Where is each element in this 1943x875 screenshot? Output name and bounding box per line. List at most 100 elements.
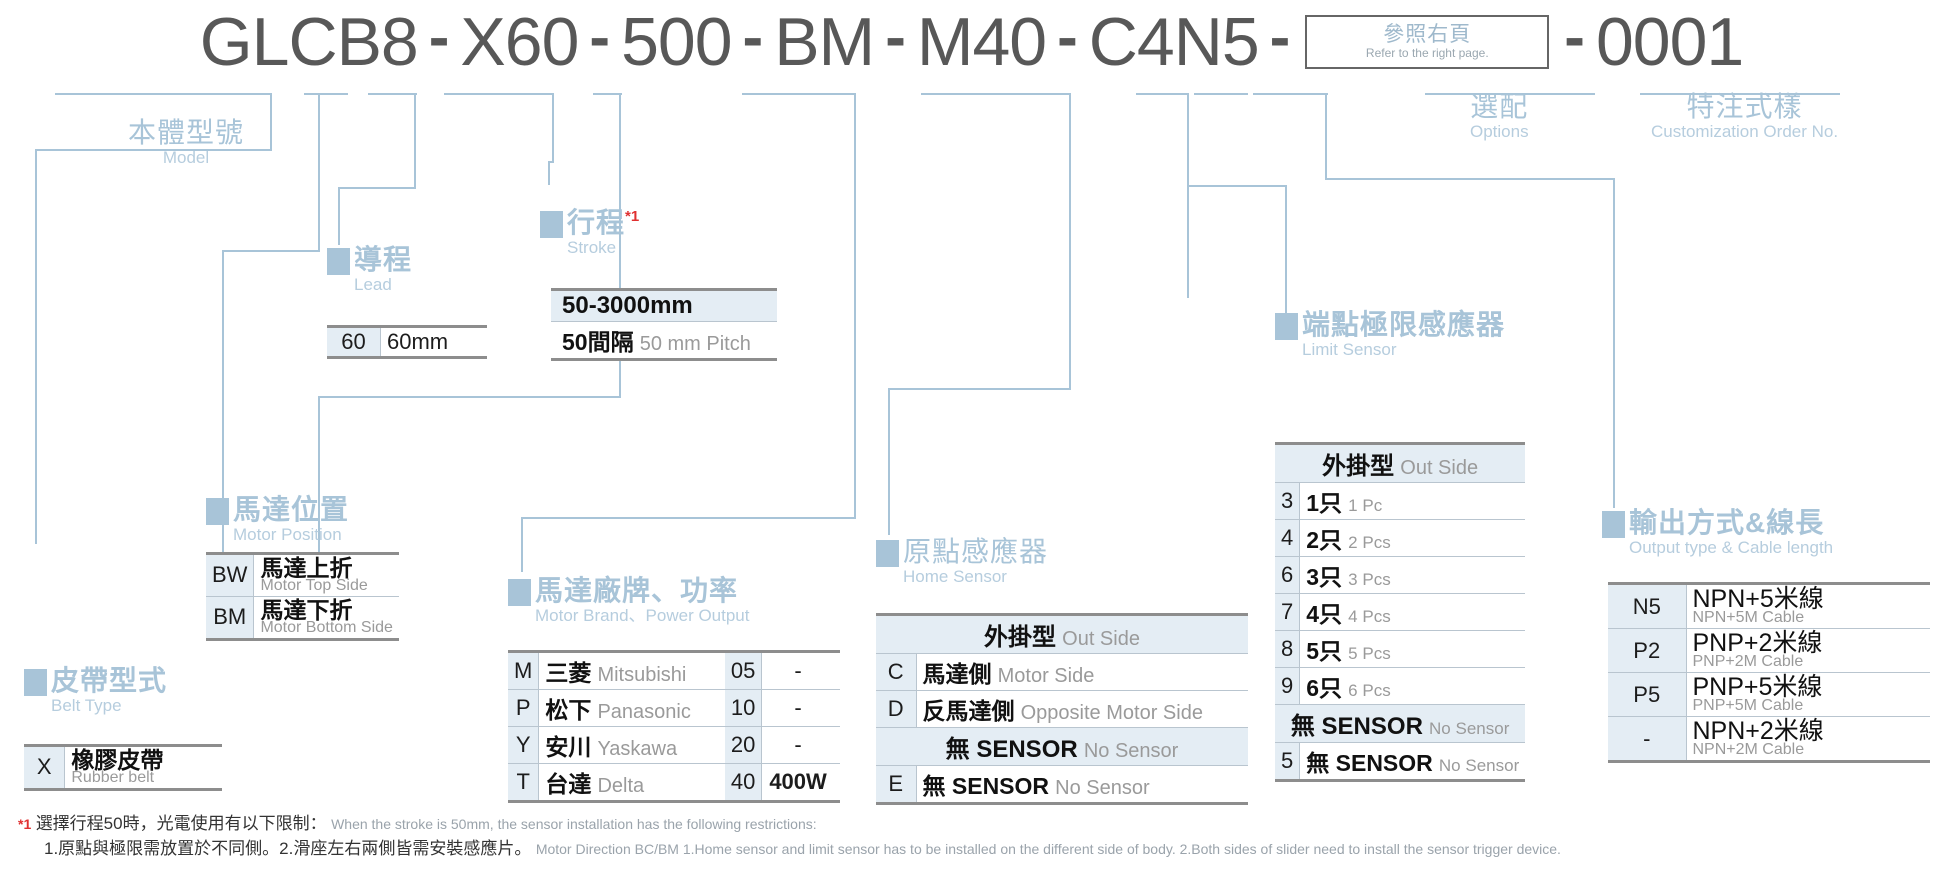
table-row: X 橡膠皮帶 Rubber belt — [24, 745, 222, 790]
motorbrand-name-cn: 松下 — [545, 697, 592, 723]
footnote-line1-cn: 選擇行程50時，光電使用有以下限制： — [35, 814, 327, 833]
group-home-sensor: 原點感應器 Home Sensor — [876, 536, 1048, 587]
limit-key: 7 — [1275, 593, 1301, 631]
home-key: E — [876, 765, 917, 804]
group-motor-brand-cn: 馬達廠牌、功率 — [535, 575, 739, 606]
table-row: Y 安川 Yaskawa 20 - — [508, 726, 840, 764]
connector-underline-outputtype — [1253, 93, 1328, 95]
connector-homesensor-v1 — [1069, 93, 1071, 390]
connector-homesensor-v2 — [888, 388, 890, 535]
connector-model-h1 — [35, 149, 272, 151]
code-segment-model: GLCB8 — [199, 4, 419, 80]
home-value-en: Motor Side — [997, 665, 1095, 687]
home-value: 反馬達側 Opposite Motor Side — [916, 690, 1248, 728]
output-value-en: PNP+2M Cable — [1692, 653, 1804, 671]
output-key: N5 — [1608, 583, 1687, 630]
table-row: N5 NPN+5米線 NPN+5M Cable — [1608, 583, 1930, 630]
stroke-pitch-en: 50 mm Pitch — [639, 333, 751, 355]
table-motor-brand: M 三菱 Mitsubishi 05 - P 松下 Panasonic 10 -… — [508, 650, 840, 803]
limit-value: 2只 2 Pcs — [1299, 519, 1526, 557]
connector-beltpos-v1 — [318, 93, 320, 187]
group-marker-square — [24, 669, 47, 696]
home-band2-en: No Sensor — [1083, 740, 1179, 762]
table-row: M 三菱 Mitsubishi 05 - — [508, 651, 840, 690]
table-band-row: 外掛型 Out Side — [1275, 443, 1526, 483]
group-marker-square — [508, 579, 531, 606]
code-segment-motor-position: BM — [774, 4, 875, 80]
table-row: 50間隔 50 mm Pitch — [551, 321, 777, 360]
group-limit-sensor: 端點極限感應器 Limit Sensor — [1275, 309, 1506, 360]
motorbrand-power-code: 05 — [724, 651, 763, 690]
limit-value-en: 3 Pcs — [1348, 570, 1391, 589]
home-key: D — [876, 690, 917, 728]
limit-value-en: 1 Pc — [1348, 496, 1383, 515]
table-row: P 松下 Panasonic 10 - — [508, 689, 840, 727]
connector-underline-homesensor — [1136, 93, 1189, 95]
group-marker-square — [1602, 511, 1625, 538]
table-row: 9 6只 6 Pcs — [1275, 667, 1526, 705]
motorbrand-key: M — [508, 651, 540, 690]
group-options-en: Options — [1470, 122, 1529, 142]
connector-limitsensor-v1 — [1187, 93, 1189, 298]
group-motor-position-en: Motor Position — [233, 525, 342, 545]
connector-underline-motorpos — [593, 93, 622, 95]
connector-underline-motorpos2 — [742, 93, 856, 95]
motorbrand-name: 松下 Panasonic — [538, 689, 725, 727]
home-value-cn: 無 SENSOR — [922, 773, 1050, 799]
home-value-en: No Sensor — [1055, 777, 1150, 799]
table-home-sensor: 外掛型 Out Side C 馬達側 Motor Side D 反馬達側 Opp… — [876, 613, 1248, 805]
group-model-en: Model — [162, 148, 210, 168]
connector-motorpos-v1 — [619, 93, 621, 398]
footnote: *1 選擇行程50時，光電使用有以下限制： When the stroke is… — [18, 812, 1938, 861]
table-row: BM 馬達下折 Motor Bottom Side — [206, 596, 399, 640]
group-limit-sensor-cn: 端點極限感應器 — [1302, 309, 1506, 340]
code-separator: - — [1269, 3, 1291, 72]
connector-underline-options — [1425, 93, 1595, 95]
output-key: P5 — [1608, 672, 1687, 718]
motorbrand-name-cn: 三菱 — [545, 660, 592, 686]
output-value-en: NPN+2M Cable — [1692, 741, 1805, 759]
table-row: 3 1只 1 Pc — [1275, 482, 1526, 520]
group-motor-position-cn: 馬達位置 — [233, 494, 350, 525]
limit-value-cn: 4只 — [1306, 601, 1343, 627]
table-band-row: 無 SENSOR No Sensor — [876, 727, 1248, 766]
connector-underline-limitsensor — [1194, 93, 1248, 95]
group-options: 選配 Options — [1470, 91, 1529, 142]
footnote-line-2: 1.原點與極限需放置於不同側。2.滑座左右兩側皆需安裝感應片。 Motor Di… — [18, 837, 1938, 862]
group-options-cn: 選配 — [1470, 91, 1529, 122]
home-value: 馬達側 Motor Side — [916, 653, 1248, 691]
code-segment-motor-brand: M40 — [916, 4, 1047, 80]
limit-key: 3 — [1275, 482, 1301, 520]
code-segment-stroke: 500 — [621, 4, 732, 80]
group-model: 本體型號 Model — [128, 117, 244, 168]
motorbrand-key: T — [508, 763, 540, 802]
table-row: 7 4只 4 Pcs — [1275, 593, 1526, 631]
group-customization-cn: 特注式樣 — [1686, 91, 1803, 122]
footnote-line-1: *1 選擇行程50時，光電使用有以下限制： When the stroke is… — [18, 812, 1938, 837]
motorbrand-name-en: Delta — [597, 775, 645, 797]
output-value: NPN+5米線 NPN+5M Cable — [1686, 583, 1930, 630]
limit-key: 4 — [1275, 519, 1301, 557]
table-row: 6 3只 3 Pcs — [1275, 556, 1526, 594]
lead-value: 60mm — [386, 329, 449, 354]
limit-band-cn: 外掛型 — [1322, 453, 1395, 480]
limit-value: 無 SENSOR No Sensor — [1300, 743, 1525, 781]
table-output-type: N5 NPN+5米線 NPN+5M Cable P2 PNP+2米線 PNP+2… — [1608, 582, 1930, 764]
motorpos-value-cn: 馬達下折 — [260, 596, 353, 623]
belt-value-cn: 橡膠皮帶 — [71, 747, 164, 773]
limit-value-en: 2 Pcs — [1348, 533, 1391, 552]
connector-stroke-top-h — [548, 161, 554, 163]
stroke-pitch-cn: 50間隔 — [562, 329, 634, 355]
limit-value-cn: 6只 — [1306, 675, 1343, 701]
motorbrand-name-cn: 台達 — [545, 771, 592, 797]
motorbrand-name-en: Mitsubishi — [597, 664, 687, 686]
group-lead-en: Lead — [354, 275, 392, 295]
code-segment-belt-lead: X60 — [460, 4, 579, 80]
connector-beltpos-h1 — [222, 250, 318, 252]
code-separator: - — [428, 3, 450, 72]
output-value: PNP+2米線 PNP+2M Cable — [1686, 628, 1930, 674]
home-band-cn: 外掛型 — [984, 624, 1057, 651]
connector-stroke-v2 — [548, 161, 550, 185]
group-stroke-cn: 行程 — [567, 207, 626, 238]
footnote-star: *1 — [18, 816, 32, 832]
